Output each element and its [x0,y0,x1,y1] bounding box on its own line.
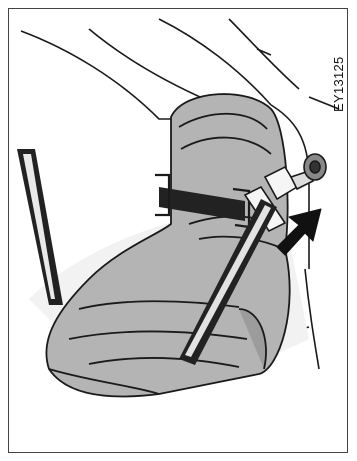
figure-frame [8,8,348,453]
illustration [9,9,349,454]
figure-id-label: EY13125 [331,2,351,112]
left-belt-strap [17,149,63,305]
